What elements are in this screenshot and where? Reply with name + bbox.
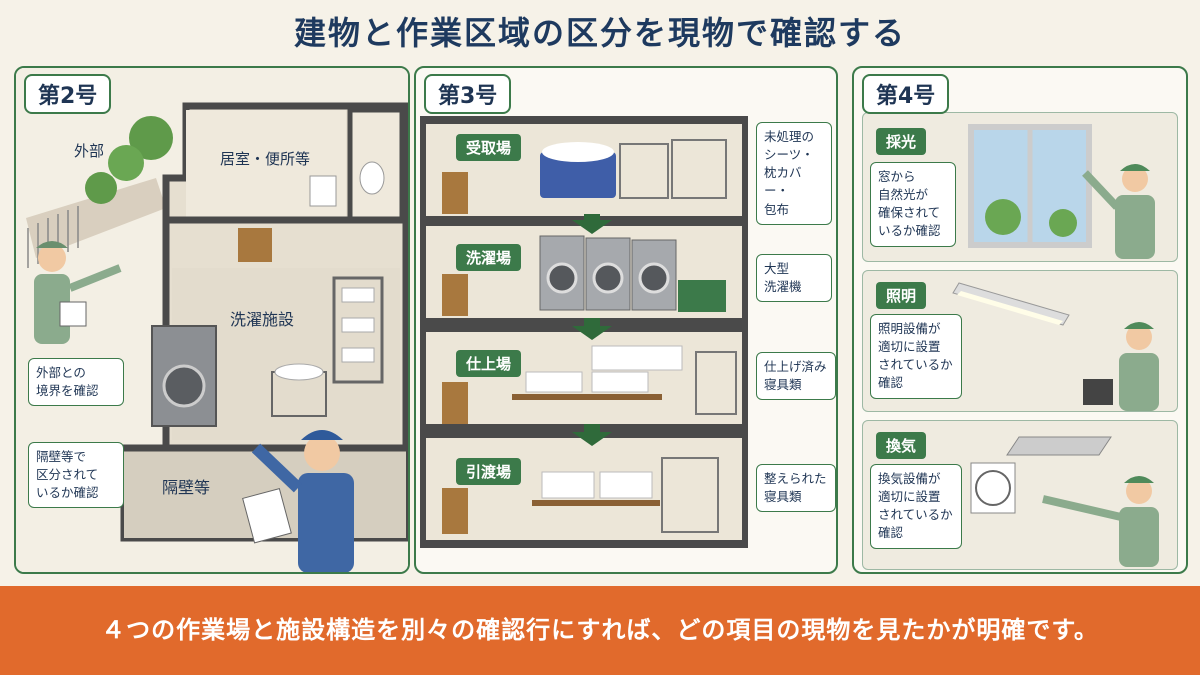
- page-title: 建物と作業区域の区分を現物で確認する: [293, 14, 906, 52]
- card-ventilation: [862, 420, 1178, 570]
- panel-no4: 第4号: [852, 66, 1188, 574]
- panel-no2: 第2号: [14, 66, 410, 574]
- building-floorplan-illustration: [16, 68, 408, 572]
- label-room-toilet: 居室・便所等: [220, 150, 311, 168]
- footer-banner: ４つの作業場と施設構造を別々の確認行にすれば、どの項目の現物を見たかが明確です。: [0, 586, 1200, 675]
- floor-label-finishing: 仕上場: [456, 350, 522, 377]
- note-receiving: 未処理の シーツ・ 枕カバー・ 包布: [756, 122, 832, 225]
- floor-label-washing: 洗濯場: [456, 244, 522, 271]
- panel-no3: 第3号: [414, 66, 838, 574]
- note-boundary: 外部との 境界を確認: [28, 358, 124, 407]
- ventilation-fan-illustration: [970, 436, 1159, 567]
- four-floor-workflow-illustration: [420, 116, 748, 548]
- ceiling-light-illustration: [952, 282, 1159, 411]
- floor-label-receiving: 受取場: [456, 134, 522, 161]
- section-label-ventilation: 換気: [876, 432, 927, 459]
- note-daylight: 窓から 自然光が 確保されて いるか確認: [870, 162, 956, 247]
- floor-label-delivery: 引渡場: [456, 458, 522, 485]
- section-label-daylight: 採光: [876, 128, 927, 155]
- note-delivery: 整えられた 寝具類: [756, 464, 836, 513]
- window-illustration: [968, 124, 1155, 259]
- note-ventilation: 換気設備が 適切に設置 されているか 確認: [870, 464, 962, 549]
- panel-no3-tag: 第3号: [424, 74, 512, 114]
- label-partition: 隔壁等: [162, 478, 211, 497]
- section-label-lighting: 照明: [876, 282, 927, 309]
- label-laundry-facility: 洗濯施設: [230, 310, 295, 329]
- panel-no2-tag: 第2号: [24, 74, 112, 114]
- note-partition: 隔壁等で 区分されて いるか確認: [28, 442, 124, 509]
- note-finishing: 仕上げ済み 寝具類: [756, 352, 836, 401]
- panel-no4-tag: 第4号: [862, 74, 950, 114]
- label-outside: 外部: [74, 142, 105, 160]
- note-washing: 大型 洗濯機: [756, 254, 832, 303]
- note-lighting: 照明設備が 適切に設置 されているか 確認: [870, 314, 962, 399]
